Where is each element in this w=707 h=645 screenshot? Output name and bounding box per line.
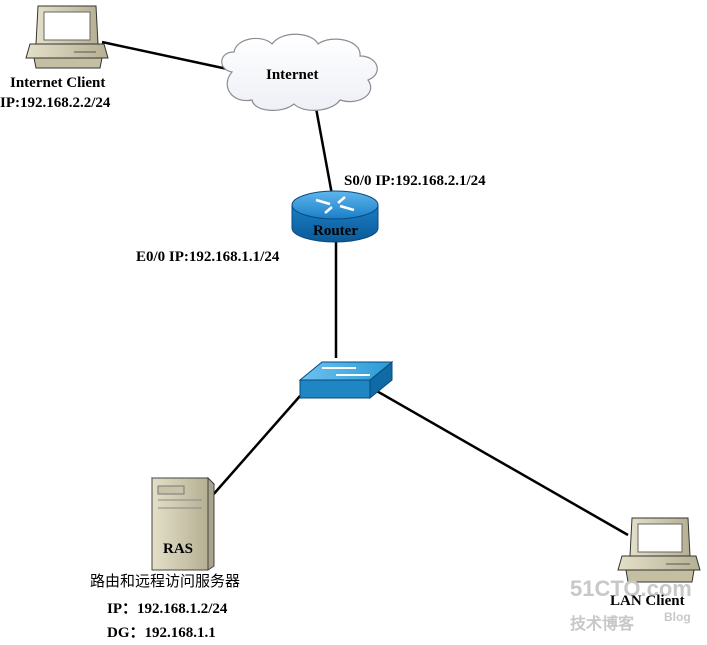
lan-client-name: LAN Client bbox=[610, 593, 685, 609]
link-switch-lan bbox=[374, 388, 629, 537]
internet-client-name: Internet Client bbox=[10, 75, 106, 91]
internet-label: Internet bbox=[266, 67, 319, 83]
watermark-main: 51CTO.com bbox=[570, 576, 692, 601]
link-client-internet bbox=[101, 40, 233, 72]
ras-gateway: DG：192.168.1.1 bbox=[107, 625, 216, 641]
links bbox=[101, 40, 629, 537]
router-icon bbox=[291, 190, 379, 243]
internet-client-ip: IP:192.168.2.2/24 bbox=[0, 95, 111, 111]
link-internet-router bbox=[314, 107, 335, 201]
router-e0-label: E0/0 IP:192.168.1.1/24 bbox=[136, 249, 280, 265]
router-name: Router bbox=[313, 223, 358, 239]
ras-ip: IP：192.168.1.2/24 bbox=[107, 601, 228, 617]
ras-name: RAS bbox=[163, 541, 194, 557]
ras-server-icon bbox=[150, 476, 216, 571]
watermark-sub: 技术博客 bbox=[570, 616, 635, 633]
internet-cloud-icon bbox=[221, 33, 378, 111]
watermark-blog: Blog bbox=[664, 610, 691, 624]
ras-description: 路由和远程访问服务器 bbox=[90, 572, 241, 590]
lan-client-computer-icon bbox=[617, 517, 701, 583]
link-switch-ras bbox=[211, 395, 301, 497]
router-s0-label: S0/0 IP:192.168.2.1/24 bbox=[344, 173, 486, 189]
internet-client-computer-icon bbox=[25, 5, 109, 69]
switch-icon bbox=[298, 360, 394, 400]
